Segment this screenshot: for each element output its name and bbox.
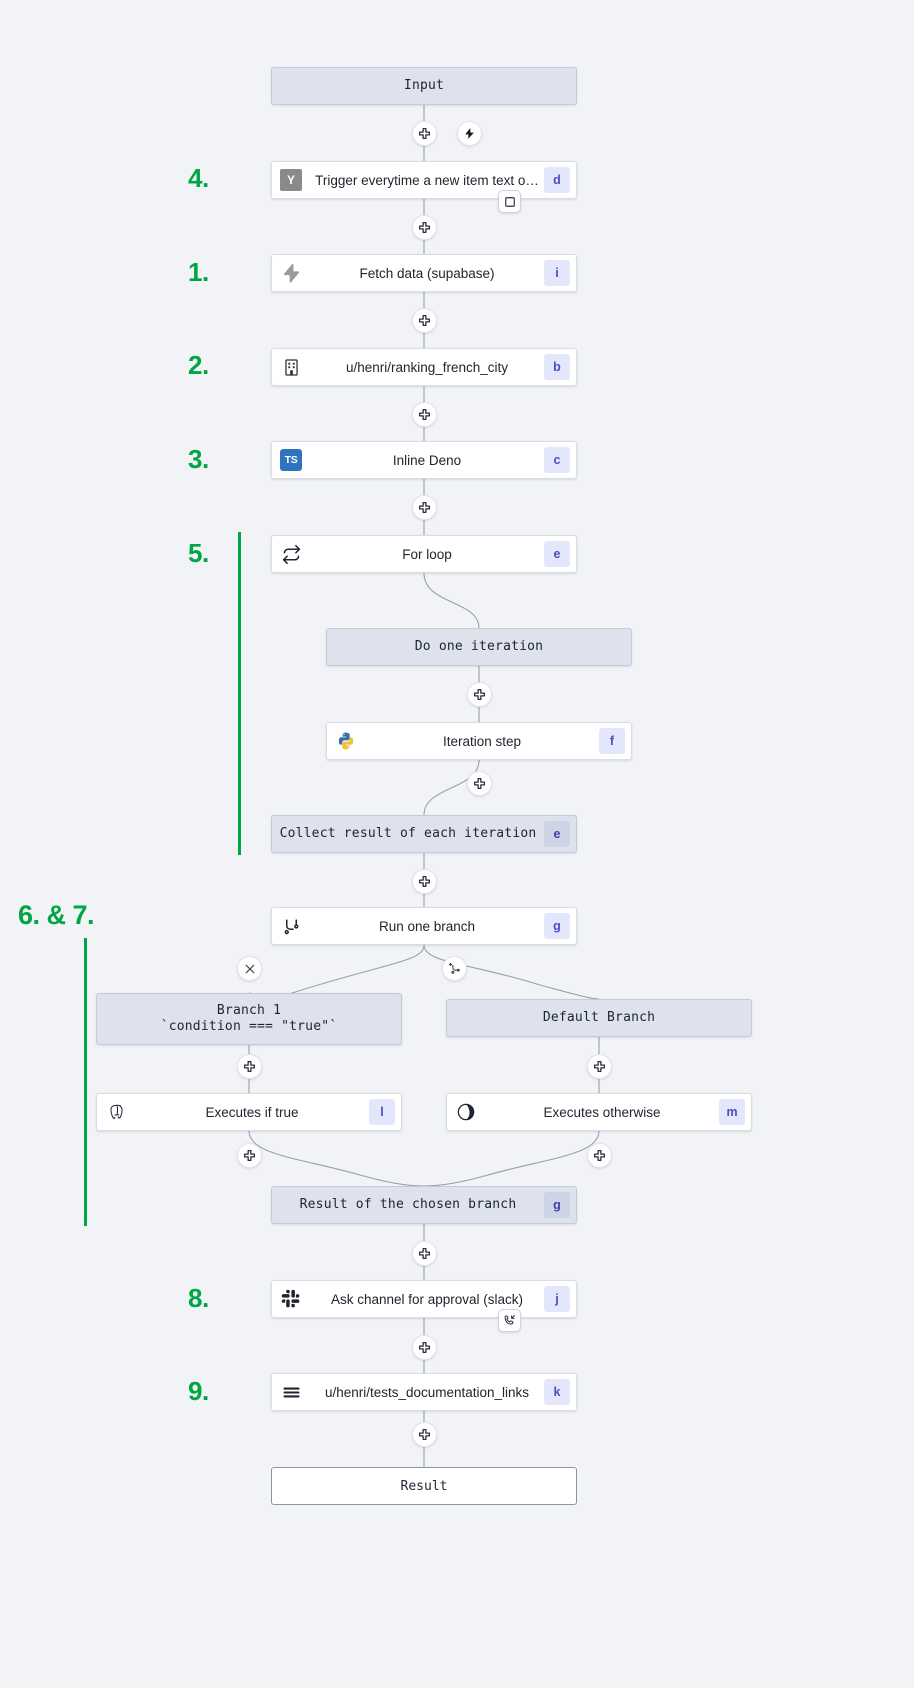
step-annotation-9: 9.: [188, 1376, 209, 1406]
add-step-after-input-button[interactable]: [412, 121, 437, 146]
node-do-one-iteration-label: Do one iteration: [414, 638, 544, 654]
python-icon: [327, 722, 365, 760]
supabase-icon: [272, 254, 310, 292]
loop-scope-bracket: [238, 532, 241, 855]
node-collect-result-badge: e: [544, 821, 570, 847]
node-branch-1-label: Branch 1 `condition === "true"`: [160, 1002, 338, 1034]
node-inline-deno[interactable]: TS Inline Deno c: [271, 441, 577, 479]
node-trigger-label: Trigger everytime a new item text o…: [315, 172, 539, 188]
postgres-icon: [97, 1093, 135, 1131]
node-do-one-iteration[interactable]: Do one iteration: [326, 628, 632, 666]
node-executes-if-true[interactable]: Executes if true l: [96, 1093, 402, 1131]
node-tests-documentation-links[interactable]: u/henri/tests_documentation_links k: [271, 1373, 577, 1411]
add-step-after-branch-result-button[interactable]: [412, 1241, 437, 1266]
lightning-icon[interactable]: [457, 121, 482, 146]
node-run-one-branch-label: Run one branch: [378, 918, 476, 934]
add-step-in-default-branch-button[interactable]: [587, 1054, 612, 1079]
node-ranking-french-city-badge: b: [544, 354, 570, 380]
node-run-one-branch-badge: g: [544, 913, 570, 939]
add-step-after-if-true-button[interactable]: [237, 1143, 262, 1168]
node-trigger-badge: d: [544, 167, 570, 193]
node-default-branch[interactable]: Default Branch: [446, 999, 752, 1037]
node-input[interactable]: Input: [271, 67, 577, 105]
node-for-loop[interactable]: For loop e: [271, 535, 577, 573]
node-ask-approval[interactable]: Ask channel for approval (slack) j: [271, 1280, 577, 1318]
node-iteration-step-label: Iteration step: [442, 733, 522, 749]
loop-icon: [272, 535, 310, 573]
add-step-after-otherwise-button[interactable]: [587, 1143, 612, 1168]
slack-icon: [272, 1280, 310, 1318]
close-icon[interactable]: [237, 956, 262, 981]
node-tests-documentation-links-badge: k: [544, 1379, 570, 1405]
node-executes-if-true-badge: l: [369, 1099, 395, 1125]
step-annotation-4: 4.: [188, 163, 209, 193]
add-step-in-branch-1-button[interactable]: [237, 1054, 262, 1079]
step-annotation-8: 8.: [188, 1283, 209, 1313]
node-result-chosen-branch-label: Result of the chosen branch: [299, 1196, 517, 1212]
add-step-after-approval-button[interactable]: [412, 1335, 437, 1360]
node-ranking-french-city-label: u/henri/ranking_french_city: [345, 359, 509, 375]
node-executes-otherwise-badge: m: [719, 1099, 745, 1125]
add-branch-icon[interactable]: [442, 956, 467, 981]
add-step-after-iteration-button[interactable]: [467, 771, 492, 796]
node-default-branch-label: Default Branch: [542, 1009, 656, 1025]
node-inline-deno-badge: c: [544, 447, 570, 473]
step-annotation-2: 2.: [188, 350, 209, 380]
node-result-chosen-branch-badge: g: [544, 1192, 570, 1218]
branch-scope-bracket: [84, 938, 87, 1226]
node-executes-otherwise[interactable]: Executes otherwise m: [446, 1093, 752, 1131]
step-annotation-6-and-7: 6. & 7.: [18, 900, 95, 930]
add-step-after-collect-button[interactable]: [412, 869, 437, 894]
phone-callback-icon[interactable]: [498, 1309, 521, 1332]
node-for-loop-badge: e: [544, 541, 570, 567]
node-tests-documentation-links-label: u/henri/tests_documentation_links: [324, 1384, 530, 1400]
list-icon: [272, 1373, 310, 1411]
node-result[interactable]: Result: [271, 1467, 577, 1505]
node-fetch-data-badge: i: [544, 260, 570, 286]
node-executes-otherwise-label: Executes otherwise: [543, 1104, 661, 1120]
node-result-label: Result: [400, 1478, 448, 1494]
node-fetch-data[interactable]: Fetch data (supabase) i: [271, 254, 577, 292]
node-run-one-branch[interactable]: Run one branch g: [271, 907, 577, 945]
step-annotation-5: 5.: [188, 538, 209, 568]
node-input-label: Input: [403, 77, 445, 93]
add-step-after-inline-deno-button[interactable]: [412, 495, 437, 520]
add-step-after-ranking-button[interactable]: [412, 402, 437, 427]
hub-script-icon: [272, 348, 310, 386]
node-collect-result[interactable]: Collect result of each iteration e: [271, 815, 577, 853]
add-step-after-fetch-data-button[interactable]: [412, 308, 437, 333]
node-trigger[interactable]: Y Trigger everytime a new item text o… d: [271, 161, 577, 199]
node-ask-approval-label: Ask channel for approval (slack): [330, 1291, 524, 1307]
node-executes-if-true-label: Executes if true: [205, 1104, 299, 1120]
add-step-inside-loop-button[interactable]: [467, 682, 492, 707]
node-iteration-step[interactable]: Iteration step f: [326, 722, 632, 760]
node-collect-result-label: Collect result of each iteration: [279, 825, 537, 841]
node-ranking-french-city[interactable]: u/henri/ranking_french_city b: [271, 348, 577, 386]
node-result-chosen-branch[interactable]: Result of the chosen branch g: [271, 1186, 577, 1224]
hackernews-icon: Y: [272, 161, 310, 199]
deno-icon: [447, 1093, 485, 1131]
branch-icon: [272, 907, 310, 945]
step-annotation-1: 1.: [188, 257, 209, 287]
node-fetch-data-label: Fetch data (supabase): [359, 265, 495, 281]
node-branch-1[interactable]: Branch 1 `condition === "true"`: [96, 993, 402, 1045]
typescript-icon: TS: [272, 441, 310, 479]
node-iteration-step-badge: f: [599, 728, 625, 754]
checkbox-icon[interactable]: [498, 190, 521, 213]
step-annotation-3: 3.: [188, 444, 209, 474]
add-step-after-trigger-button[interactable]: [412, 215, 437, 240]
node-inline-deno-label: Inline Deno: [392, 452, 462, 468]
add-step-after-docs-button[interactable]: [412, 1422, 437, 1447]
node-ask-approval-badge: j: [544, 1286, 570, 1312]
node-for-loop-label: For loop: [402, 546, 452, 562]
